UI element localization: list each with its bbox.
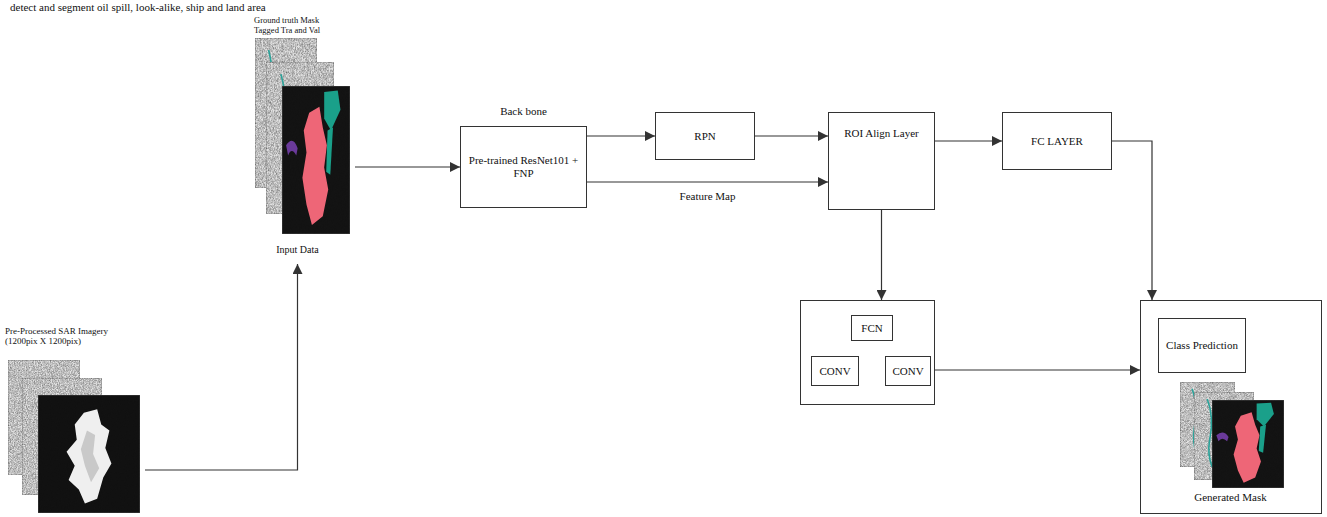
mask-head-box: FCN CONV CONV: [800, 300, 935, 405]
process-box: ROI Align Layer: [828, 112, 935, 210]
box-label: ROI Align Layer: [844, 127, 919, 140]
image-stack: Ground truth Mask Tagged Tra and ValInpu…: [240, 14, 355, 264]
sar-image: [38, 395, 140, 513]
flow-arrow: [587, 181, 828, 182]
box-label: Pre-trained ResNet101 + FNP: [466, 154, 581, 179]
caption-text: Pre-Processed SAR Imagery (1200pix X 120…: [5, 326, 125, 347]
caption-text: Input Data: [240, 244, 355, 256]
box-label: CONV: [819, 365, 850, 378]
backbone-box: Back bonePre-trained ResNet101 + FNP: [460, 126, 587, 208]
caption-text: Ground truth Mask Tagged Tra and Val: [254, 16, 329, 36]
flow-arrow: [755, 135, 828, 136]
layer-box: CONV: [811, 356, 859, 386]
layer-box: CONV: [885, 356, 931, 386]
class-prediction-box: Class Prediction: [1158, 318, 1246, 373]
box-label: RPN: [694, 130, 715, 143]
output-box: Generated Mask Class Prediction: [1140, 300, 1322, 514]
caption-text: Generated Mask: [1141, 491, 1320, 504]
caption-note: detect and segment oil spill, look-alike…: [10, 1, 266, 14]
flow-arrow: [145, 264, 298, 470]
flow-arrow: [587, 135, 655, 136]
process-box: RPN: [655, 112, 755, 160]
flow-arrow: [935, 140, 1002, 141]
edge-label: Feature Map: [678, 190, 738, 203]
mask-image: [1212, 400, 1284, 488]
caption-text: Back bone: [461, 105, 586, 118]
flow-arrow: [881, 210, 882, 300]
flow-arrow: [1112, 141, 1152, 300]
layer-box: FCN: [851, 315, 893, 341]
box-label: FCN: [861, 322, 882, 335]
box-label: FC LAYER: [1031, 135, 1083, 148]
mask-image: [282, 86, 350, 234]
flow-arrow: [935, 369, 1140, 370]
process-box: FC LAYER: [1002, 112, 1112, 170]
box-label: Class Prediction: [1166, 339, 1238, 352]
image-stack: Pre-Processed SAR Imagery (1200pix X 120…: [5, 326, 145, 515]
box-label: CONV: [892, 365, 923, 378]
flow-arrow: [355, 166, 460, 167]
